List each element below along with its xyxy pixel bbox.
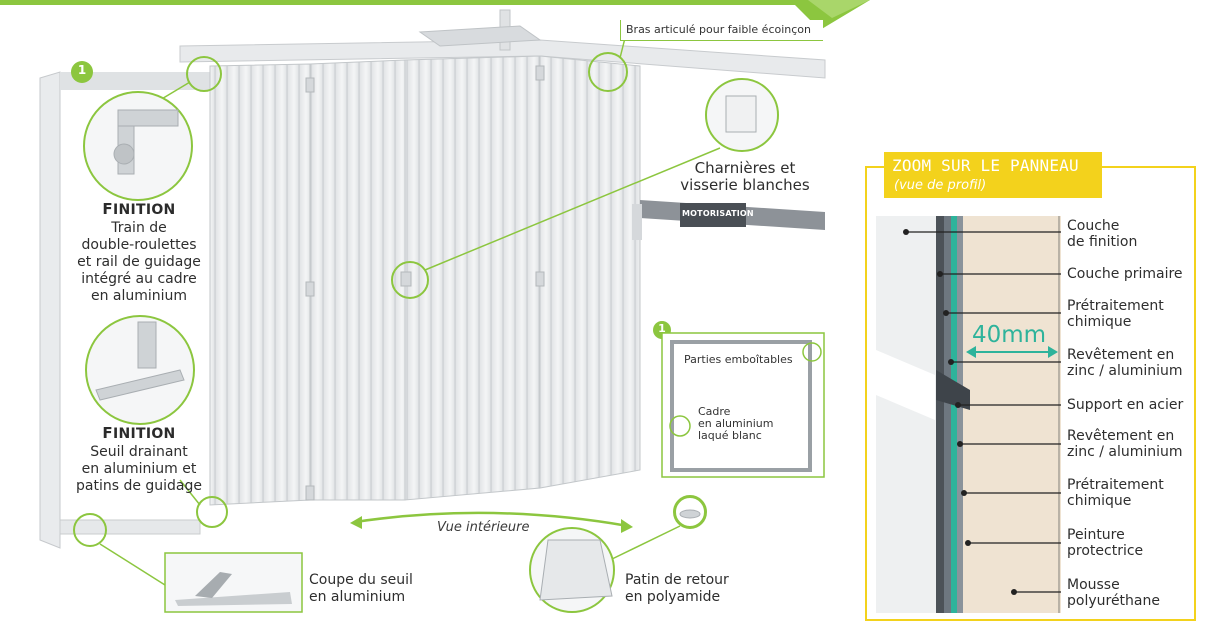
zoom-subtitle: (vue de profil): [894, 178, 987, 193]
dimension-label: 40mm: [972, 322, 1047, 348]
frame-top-label: Parties emboîtables: [684, 353, 793, 366]
finish2-caption: Finition Seuil drainant en aluminium et …: [66, 424, 212, 495]
top-note-box: Bras articulé pour faible écoinçon: [620, 20, 823, 41]
callout-threshold: [73, 513, 107, 547]
finish1-line: en aluminium: [90, 288, 188, 304]
finish2-heading: Finition: [102, 424, 176, 442]
layer-label: Prétraitement chimique: [1067, 298, 1207, 330]
layer-finish-line2: de finition: [1067, 234, 1138, 250]
threshold-line1: Coupe du seuil: [309, 572, 413, 588]
layer-pretreat-line2: chimique: [1067, 314, 1132, 330]
layer-pretreat2-line1: Prétraitement: [1067, 477, 1164, 493]
bubble-rail-detail: [83, 91, 193, 201]
frame-line: laqué blanc: [698, 429, 762, 442]
layer-zinc-line2: zinc / aluminium: [1067, 363, 1183, 379]
layer-pretreat2-line2: chimique: [1067, 493, 1132, 509]
layer-zinc2-line1: Revêtement en: [1067, 428, 1175, 444]
callout-arm: [588, 52, 628, 92]
layer-steel: Support en acier: [1067, 397, 1184, 413]
pad-line2: en polyamide: [625, 589, 721, 605]
layer-label: Support en acier: [1067, 397, 1207, 413]
layer-pretreat-line1: Prétraitement: [1067, 298, 1164, 314]
frame-line: en aluminium: [698, 417, 774, 430]
top-green-bar: [0, 0, 820, 5]
hinges-caption: Charnières et visserie blanches: [660, 160, 830, 194]
finish1-line: et rail de guidage: [77, 254, 201, 270]
finish1-line: Train de: [111, 220, 167, 236]
layer-label: Prétraitement chimique: [1067, 477, 1207, 509]
threshold-line2: en aluminium: [309, 589, 406, 605]
layer-foam-line2: polyuréthane: [1067, 593, 1160, 609]
interior-view-label: Vue intérieure: [437, 520, 530, 535]
finish2-line: patins de guidage: [75, 478, 203, 494]
door-panel-2: [309, 59, 406, 501]
zoom-title: ZOOM SUR LE PANNEAU: [892, 156, 1079, 175]
door-panel-4: [539, 55, 641, 489]
threshold-caption: Coupe du seuil en aluminium: [309, 572, 469, 606]
layer-label: Mousse polyuréthane: [1067, 577, 1207, 609]
layer-label: Couche de finition: [1067, 218, 1207, 250]
door-panel-3: [404, 55, 541, 501]
layer-label: Revêtement en zinc / aluminium: [1067, 428, 1207, 460]
layer-finish-line1: Couche: [1067, 218, 1120, 234]
layer-paint-line1: Peinture: [1067, 527, 1125, 543]
zoom-title-bg: [884, 152, 1102, 198]
hinges-line2: visserie blanches: [680, 176, 810, 194]
layer-paint-line2: protectrice: [1067, 543, 1144, 559]
interior-arrow: [354, 511, 629, 528]
top-note: Bras articulé pour faible écoinçon: [626, 23, 812, 36]
finish2-line: en aluminium et: [81, 461, 197, 477]
layer-primer: Couche primaire: [1067, 266, 1183, 282]
step-number: 1: [77, 63, 87, 77]
motor-label: MOTORISATION: [682, 209, 754, 218]
callout-hinge: [391, 261, 429, 299]
finish1-line: intégré au cadre: [81, 271, 197, 287]
layer-label: Peinture protectrice: [1067, 527, 1207, 559]
finish1-caption: Finition Train de double-roulettes et ra…: [66, 200, 212, 305]
pad-line1: Patin de retour: [625, 572, 729, 588]
step-badge: [71, 61, 93, 83]
layer-foam-line1: Mousse: [1067, 577, 1120, 593]
layer-label: Revêtement en zinc / aluminium: [1067, 347, 1207, 379]
layer-label: Couche primaire: [1067, 266, 1207, 282]
callout-sill: [196, 496, 228, 528]
finish1-heading: Finition: [102, 200, 176, 218]
finish1-line: double-roulettes: [81, 237, 197, 253]
callout-rail: [186, 56, 222, 92]
layer-zinc-line1: Revêtement en: [1067, 347, 1175, 363]
pad-caption: Patin de retour en polyamide: [625, 572, 785, 606]
layer-zinc2-line2: zinc / aluminium: [1067, 444, 1183, 460]
frame-line: Cadre: [698, 405, 731, 418]
hinges-line1: Charnières et: [694, 159, 796, 177]
door-panel-1: [209, 63, 311, 506]
step-number-inset: 1: [658, 322, 666, 335]
left-frame: [39, 71, 61, 549]
finish2-line: Seuil drainant: [90, 444, 188, 460]
frame-caption: Cadre en aluminium laqué blanc: [698, 406, 818, 442]
